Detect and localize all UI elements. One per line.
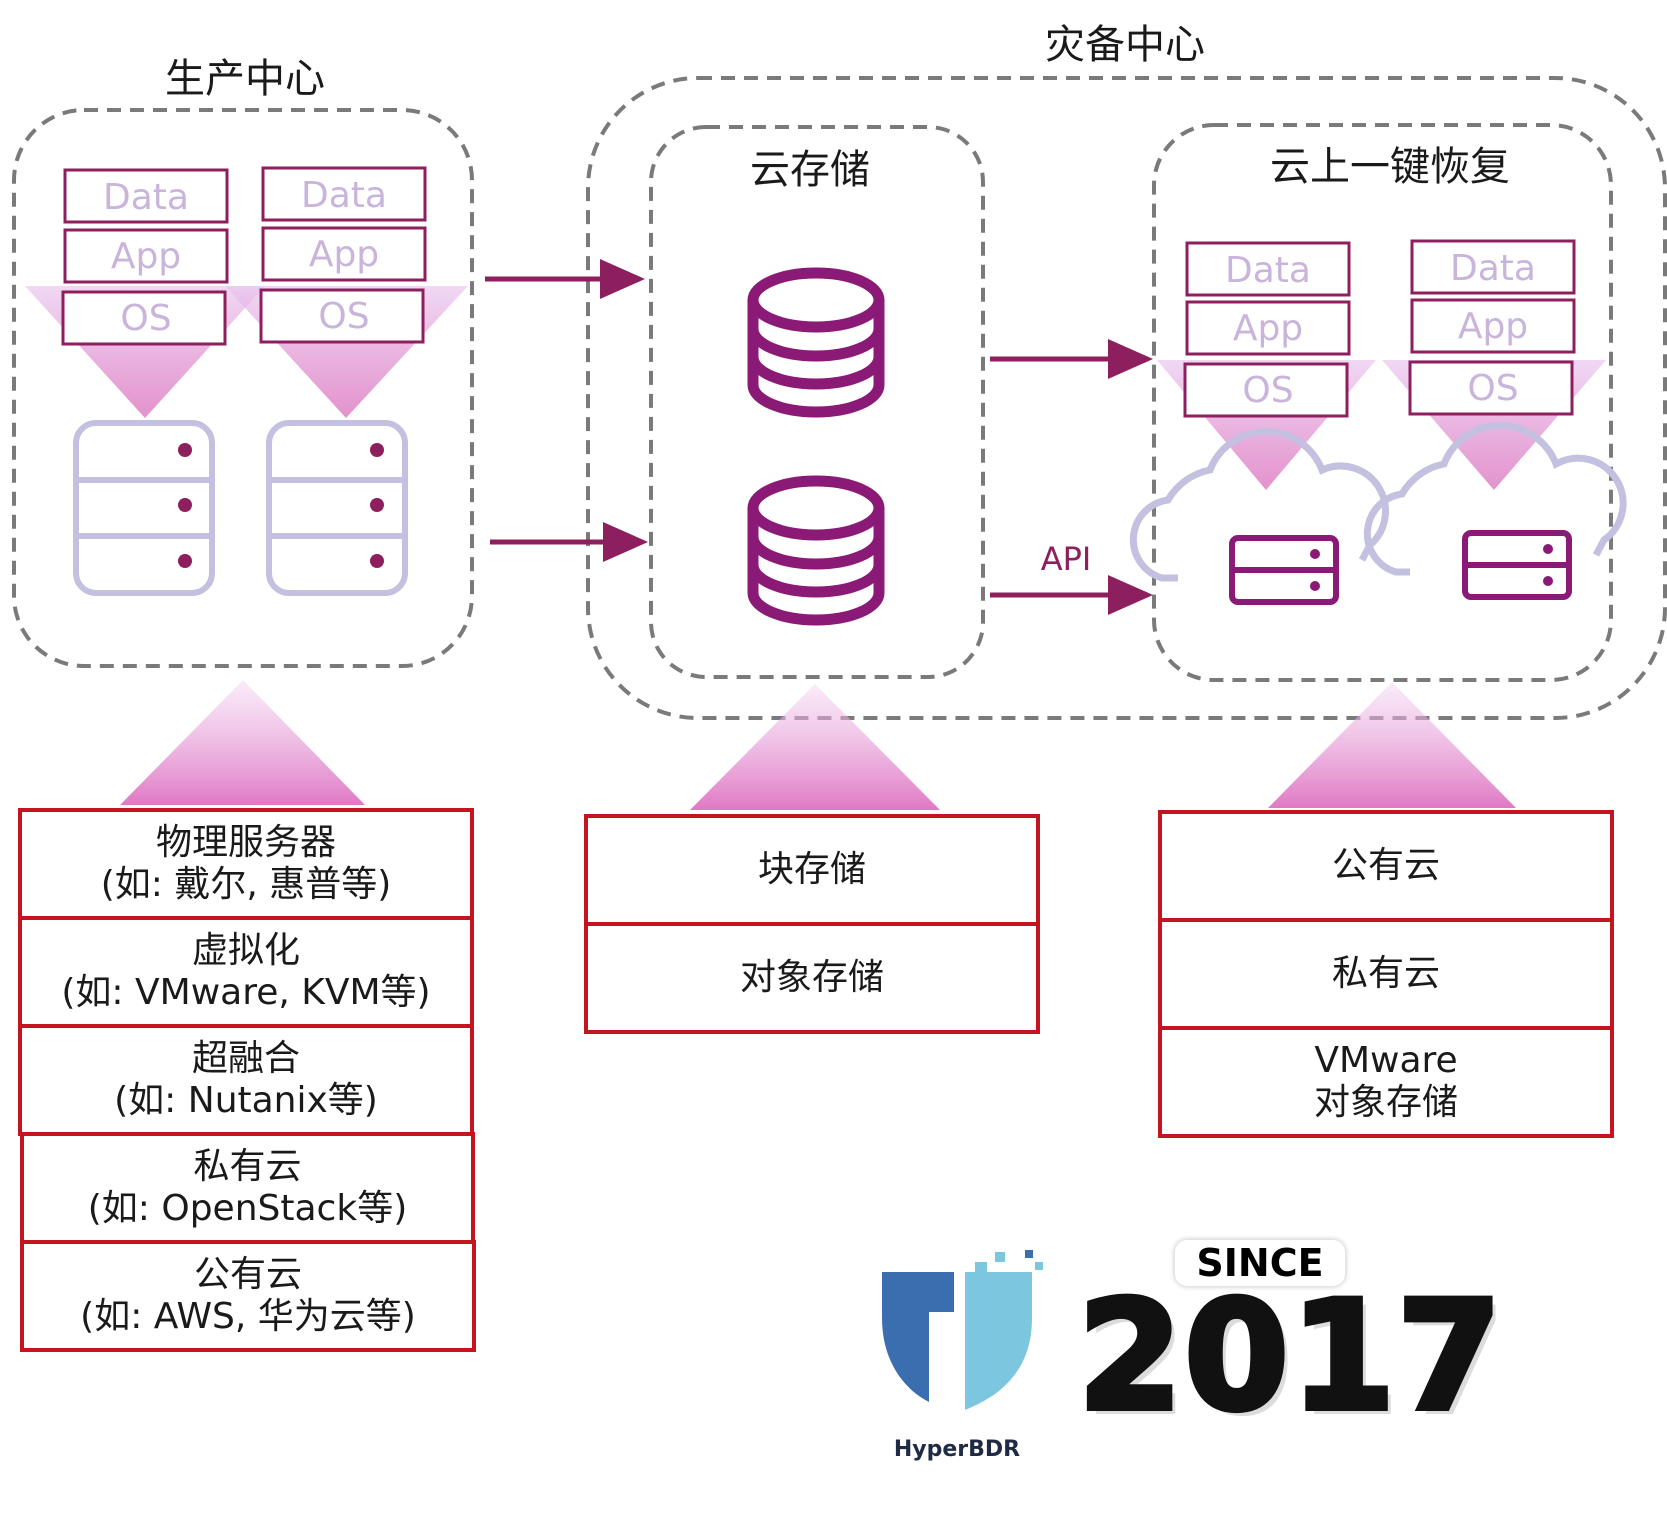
source-hyperconverged: 超融合(如: Nutanix等) (18, 1024, 474, 1136)
app-layer-label: App (309, 234, 379, 275)
recovery-vm-1-stack: Data App OS (1183, 241, 1351, 418)
cloud-storage-container (649, 125, 985, 679)
storage-type-label: 块存储 (757, 849, 866, 890)
data-layer-label: Data (1450, 248, 1536, 289)
data-layer (1185, 241, 1351, 297)
source-example: (如: AWS, 华为云等) (80, 1296, 416, 1337)
target-label: VMware (1314, 1040, 1458, 1081)
one-click-recovery-title: 云上一键恢复 (1270, 144, 1510, 190)
data-layer (1410, 239, 1576, 295)
source-projection-triangle (120, 680, 365, 805)
production-server-1-stack: Data App OS (61, 168, 229, 346)
source-public-cloud: 公有云(如: AWS, 华为云等) (20, 1240, 476, 1352)
os-layer (1408, 360, 1574, 416)
source-label: 公有云 (193, 1254, 302, 1295)
cloud-server-icon (1129, 428, 1389, 605)
app-layer-label: App (111, 236, 181, 277)
source-label: 超融合 (191, 1038, 300, 1079)
hyperbdr-logo (882, 1250, 1043, 1410)
app-layer (261, 226, 427, 282)
data-layer-label: Data (103, 177, 189, 218)
production-center-container (12, 108, 474, 668)
target-projection-triangle (1268, 682, 1516, 808)
database-icon (747, 475, 885, 626)
target-public-cloud: 公有云 (1158, 810, 1614, 922)
database-icon (747, 267, 885, 418)
source-label: 虚拟化 (191, 930, 300, 971)
target-label: 公有云 (1331, 845, 1440, 886)
app-layer (1185, 300, 1351, 356)
api-label: API (1041, 540, 1092, 578)
recovery-vm-2-stack: Data App OS (1408, 239, 1576, 416)
server-rack-icon (266, 420, 408, 596)
os-layer-label: OS (1242, 370, 1293, 411)
source-private-cloud: 私有云(如: OpenStack等) (20, 1132, 475, 1244)
dr-center-title: 灾备中心 (1045, 22, 1205, 68)
target-sublabel: 对象存储 (1313, 1082, 1458, 1123)
production-server-2-stack: Data App OS (259, 166, 427, 344)
source-label: 私有云 (193, 1146, 302, 1187)
production-center-title: 生产中心 (165, 56, 325, 102)
cloud-storage-title: 云存储 (750, 147, 870, 193)
cloud-server-icon (1363, 422, 1627, 600)
data-layer (63, 168, 229, 224)
os-layer (61, 290, 227, 346)
storage-type-label: 对象存储 (739, 957, 884, 998)
app-layer (1410, 298, 1576, 354)
os-layer-label: OS (1467, 368, 1518, 409)
source-example: (如: VMware, KVM等) (61, 972, 431, 1013)
since-badge: SINCE (1175, 1240, 1345, 1286)
target-label: 私有云 (1331, 953, 1440, 994)
os-layer-label: OS (120, 298, 171, 339)
data-layer-label: Data (301, 175, 387, 216)
source-physical-server: 物理服务器(如: 戴尔, 惠普等) (18, 808, 474, 920)
storage-type-block: 块存储 (584, 814, 1040, 926)
source-example: (如: OpenStack等) (87, 1188, 408, 1229)
app-layer-label: App (1233, 308, 1303, 349)
source-label: 物理服务器 (155, 822, 336, 863)
app-layer-label: App (1458, 306, 1528, 347)
storage-projection-triangle (690, 684, 940, 810)
data-layer (261, 166, 427, 222)
one-click-recovery-container (1152, 123, 1613, 682)
source-virtualization: 虚拟化(如: VMware, KVM等) (18, 916, 474, 1028)
data-layer-label: Data (1225, 250, 1311, 291)
app-layer (63, 228, 229, 284)
source-example: (如: Nutanix等) (114, 1080, 378, 1121)
os-layer (259, 288, 425, 344)
dr-center-container (586, 76, 1667, 720)
target-private-cloud: 私有云 (1158, 918, 1614, 1030)
server-rack-icon (73, 420, 215, 596)
since-year: 2017 (1075, 1270, 1504, 1444)
source-example: (如: 戴尔, 惠普等) (100, 864, 392, 905)
os-layer (1183, 362, 1349, 418)
hyperbdr-logo-caption: HyperBDR (893, 1437, 1021, 1462)
storage-type-object: 对象存储 (584, 922, 1040, 1034)
os-layer-label: OS (318, 296, 369, 337)
